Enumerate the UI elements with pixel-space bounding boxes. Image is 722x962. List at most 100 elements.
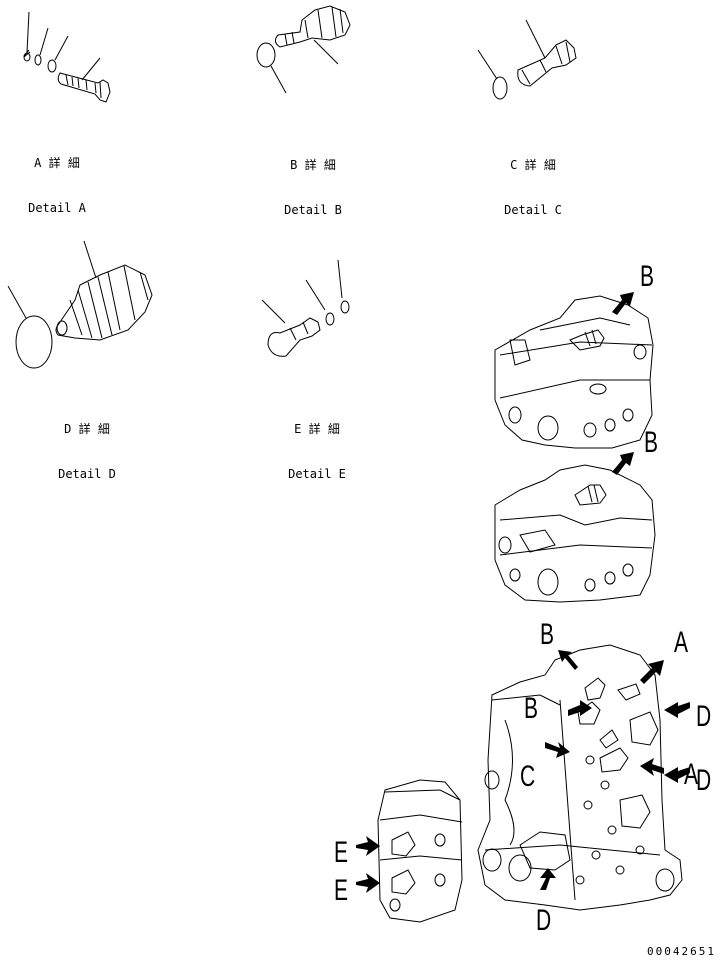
part-c-valve xyxy=(518,40,576,86)
main-valve-relief-d-upper xyxy=(630,712,658,745)
small-block-edge-1 xyxy=(385,790,460,800)
valve-body-2-port-6 xyxy=(499,537,511,553)
main-valve-edge-2 xyxy=(560,700,575,900)
small-block-plug-e-1 xyxy=(392,832,415,856)
valve-body-2-port-1 xyxy=(538,569,558,595)
detail-b-parts xyxy=(257,6,350,93)
valve-body-1-port-7 xyxy=(590,384,606,394)
main-valve-port-4 xyxy=(656,869,674,891)
drawing-code: 00042651 xyxy=(647,945,716,958)
main-valve-hole-6 xyxy=(616,866,624,874)
main-valve-port-2 xyxy=(483,849,501,871)
small-block-port-2 xyxy=(435,834,445,846)
callout-c-1: C xyxy=(520,760,536,793)
main-valve-hole-7 xyxy=(636,846,644,854)
valve-body-view-1 xyxy=(495,296,653,448)
arrow-b-1 xyxy=(612,292,634,315)
callout-d-1: D xyxy=(696,700,712,733)
main-valve-assembly xyxy=(478,645,682,910)
caption-detail-b: B 詳 細 Detail B xyxy=(270,128,356,233)
valve-body-2-outline xyxy=(495,465,655,602)
callout-e-2: E xyxy=(334,874,349,907)
small-block-port-1 xyxy=(435,874,445,886)
caption-detail-d-jp: D 詳 細 xyxy=(64,422,110,436)
caption-detail-b-jp: B 詳 細 xyxy=(290,158,336,172)
arrow-d-1 xyxy=(664,702,690,718)
arrow-e-1 xyxy=(356,836,380,856)
leader-d-2 xyxy=(84,241,96,278)
leader-b-1 xyxy=(271,66,286,93)
arrow-b-4 xyxy=(568,700,592,716)
arrow-e-2 xyxy=(356,873,380,893)
leader-b-2 xyxy=(314,40,338,64)
valve-body-1-port-3 xyxy=(584,423,596,437)
leader-c-1 xyxy=(478,50,497,79)
valve-body-1-edge-1 xyxy=(500,342,652,355)
main-valve-outline xyxy=(478,645,682,910)
callout-arrows xyxy=(356,292,690,893)
valve-body-2-fitting-detail xyxy=(588,485,598,502)
leader-e-1 xyxy=(262,300,285,323)
callout-b-3: B xyxy=(540,618,555,651)
arrow-b-2 xyxy=(612,452,634,475)
small-valve-block xyxy=(378,780,462,922)
callout-b-4: B xyxy=(524,692,539,725)
caption-detail-c-jp: C 詳 細 xyxy=(510,158,556,172)
callout-a-2: A xyxy=(684,758,699,791)
detail-d-parts xyxy=(8,241,152,368)
part-d-relief-valve-detail xyxy=(70,266,148,338)
main-valve-hole-1 xyxy=(586,756,594,764)
main-valve-fitting-c xyxy=(600,748,628,772)
main-valve-fitting-a-2 xyxy=(600,730,618,748)
callout-b-2: B xyxy=(644,426,659,459)
valve-body-1-fitting xyxy=(570,330,604,350)
main-valve-relief-d-lower xyxy=(620,795,650,828)
leader-a-3 xyxy=(55,36,68,60)
caption-detail-c-en: Detail C xyxy=(504,203,562,217)
arrow-b-3 xyxy=(558,650,578,670)
arrow-d-3 xyxy=(540,868,556,890)
main-valve-relief-d xyxy=(520,832,570,870)
part-b-oring xyxy=(257,43,275,67)
valve-body-1-port-2 xyxy=(538,416,558,440)
caption-detail-b-en: Detail B xyxy=(284,203,342,217)
valve-body-2-port-2 xyxy=(510,569,520,581)
leader-e-2 xyxy=(306,280,325,310)
valve-body-2-port-3 xyxy=(585,579,595,591)
part-b-valve xyxy=(275,6,350,47)
part-b-valve-detail xyxy=(285,7,343,45)
caption-detail-e-jp: E 詳 細 xyxy=(294,422,340,436)
main-valve-edge-1 xyxy=(492,695,560,705)
caption-detail-d: D 詳 細 Detail D xyxy=(44,392,130,497)
caption-detail-a-en: Detail A xyxy=(28,201,86,215)
callout-e-1: E xyxy=(334,836,349,869)
part-e-ring-2 xyxy=(341,301,349,313)
callout-b-1: B xyxy=(640,260,655,293)
part-d-oring xyxy=(16,316,52,368)
main-valve-port-3 xyxy=(509,855,531,881)
main-valve-fitting-b-2 xyxy=(578,702,600,724)
small-block-plug-e-2 xyxy=(392,870,415,894)
part-a-ring-small xyxy=(35,55,41,65)
arrow-a-2 xyxy=(640,758,664,776)
main-valve-fitting-b-1 xyxy=(585,678,605,700)
leader-a-4 xyxy=(82,58,100,80)
leader-c-2 xyxy=(526,20,545,58)
valve-body-2-edge-2 xyxy=(500,545,652,555)
caption-detail-a: A 詳 細 Detail A xyxy=(14,126,100,231)
valve-body-1-port-5 xyxy=(623,409,633,421)
small-block-edge-3 xyxy=(380,856,462,860)
valve-body-1-port-4 xyxy=(605,419,615,431)
callout-a-1: A xyxy=(674,626,689,659)
part-e-ring xyxy=(326,313,334,325)
valve-body-1-outline xyxy=(495,296,653,448)
detail-a-parts xyxy=(24,12,110,102)
leader-a-2 xyxy=(40,28,48,55)
caption-detail-e-en: Detail E xyxy=(288,467,346,481)
valve-body-2-port-4 xyxy=(605,572,615,584)
part-d-tip xyxy=(57,321,67,335)
part-e-plug-detail xyxy=(290,322,308,340)
main-valve-contour xyxy=(505,720,514,845)
part-a-ball-detail xyxy=(24,50,30,57)
